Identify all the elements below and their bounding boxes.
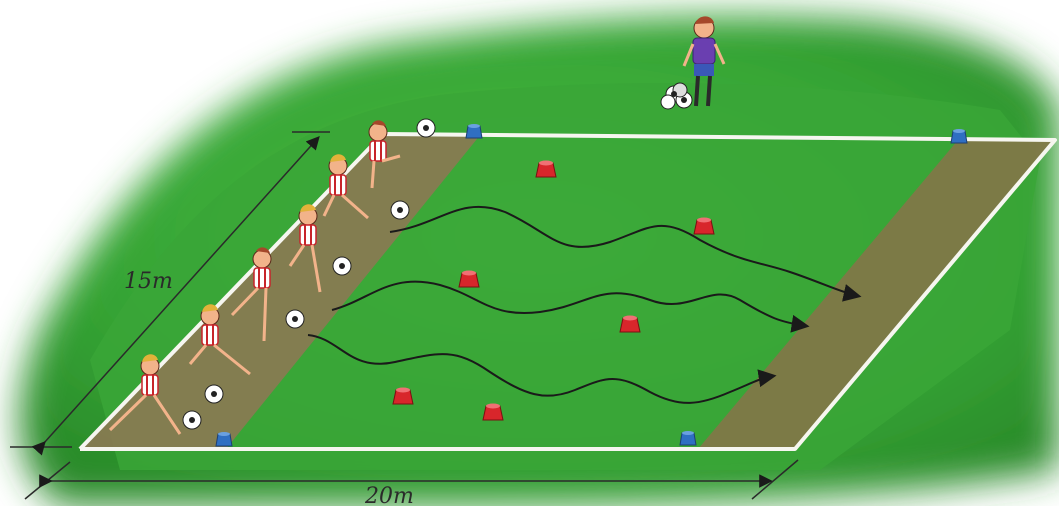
cone-red-icon [536, 161, 556, 178]
cone-red-icon [620, 316, 640, 333]
cone-blue-icon [680, 431, 696, 445]
depth-label: 15m [124, 269, 173, 294]
cone-blue-icon [951, 129, 967, 143]
cone-red-icon [483, 404, 503, 421]
cone-red-icon [459, 271, 479, 288]
cone-blue-icon [216, 432, 232, 446]
cone-red-icon [694, 218, 714, 235]
cone-red-icon [393, 388, 413, 405]
width-label: 20m [364, 484, 414, 506]
cone-blue-icon [466, 124, 482, 138]
